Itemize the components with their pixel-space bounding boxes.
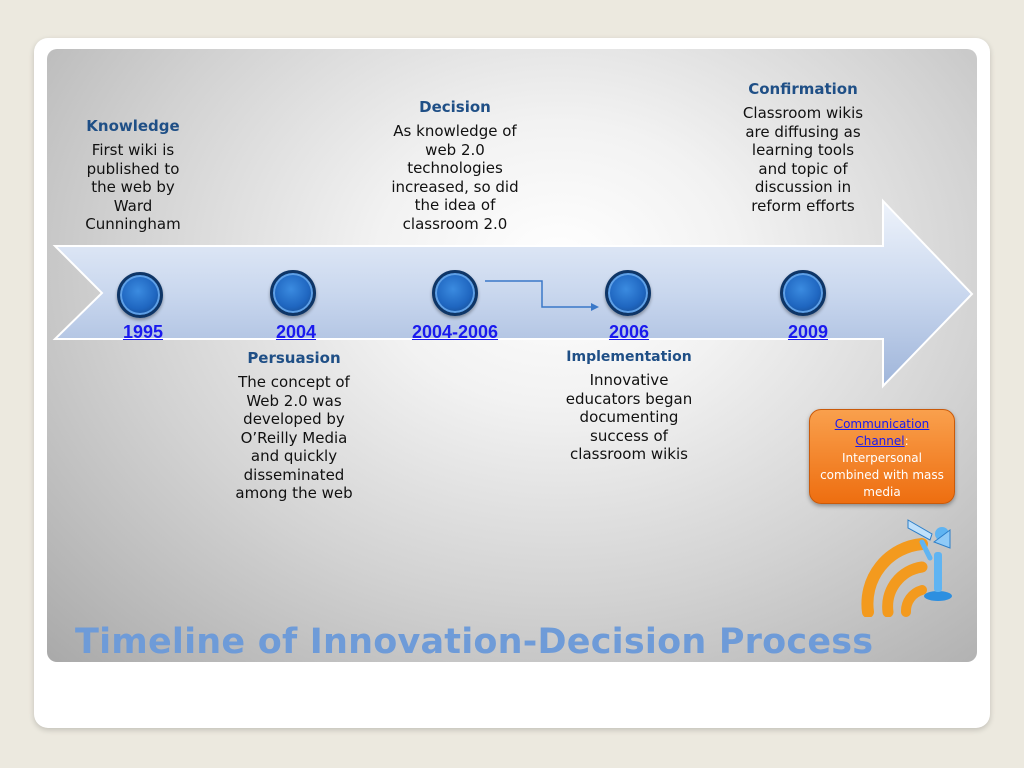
stage-decision: Decision As knowledge of web 2.0 technol…	[375, 98, 535, 233]
stage-title: Persuasion	[247, 349, 341, 367]
stage-confirmation: Confirmation Classroom wikis are diffusi…	[723, 80, 883, 215]
stage-title: Confirmation	[748, 80, 858, 98]
callout-text: Interpersonal combined with mass media	[820, 451, 944, 499]
timeline-node-1	[117, 272, 163, 318]
stage-persuasion: Persuasion The concept of Web 2.0 was de…	[214, 349, 374, 503]
timeline-arrow-shape	[52, 198, 974, 389]
stage-knowledge: Knowledge First wiki is published to the…	[53, 117, 213, 234]
timeline-node-2	[270, 270, 316, 316]
callout-colon: :	[904, 434, 909, 448]
slide-panel: 1995 2004 2004-2006 2006 2009 Knowledge …	[47, 49, 977, 662]
year-link-2006[interactable]: 2006	[608, 322, 650, 342]
year-link-2004-2006[interactable]: 2004-2006	[411, 322, 499, 342]
year-link-2009[interactable]: 2009	[787, 322, 829, 342]
timeline-arrow	[52, 198, 974, 389]
stage-text: Classroom wikis are diffusing as learnin…	[742, 104, 864, 215]
stage-title: Knowledge	[86, 117, 180, 135]
year-link-1995[interactable]: 1995	[122, 322, 164, 342]
timeline-node-4	[605, 270, 651, 316]
stage-text: Innovative educators began documenting s…	[565, 371, 693, 463]
connector-arrow	[485, 280, 591, 308]
megaphone-figure-icon	[861, 519, 952, 617]
connector-arrowhead	[591, 303, 599, 311]
stage-title: Decision	[419, 98, 491, 116]
stage-title: Implementation	[566, 349, 692, 365]
broadcast-waves-icon	[861, 538, 928, 617]
timeline-node-5	[780, 270, 826, 316]
communication-channel-link[interactable]: Communication Channel	[834, 417, 930, 448]
timeline-node-3	[432, 270, 478, 316]
communication-channel-callout: Communication Channel: Interpersonal com…	[809, 409, 955, 504]
stage-text: As knowledge of web 2.0 technologies inc…	[391, 122, 519, 233]
slide-title: Timeline of Innovation-Decision Process	[75, 622, 874, 662]
stage-text: First wiki is published to the web by Wa…	[85, 141, 181, 233]
stage-text: The concept of Web 2.0 was developed by …	[235, 373, 353, 502]
stage-implementation: Implementation Innovative educators bega…	[549, 349, 709, 464]
year-link-2004[interactable]: 2004	[275, 322, 317, 342]
